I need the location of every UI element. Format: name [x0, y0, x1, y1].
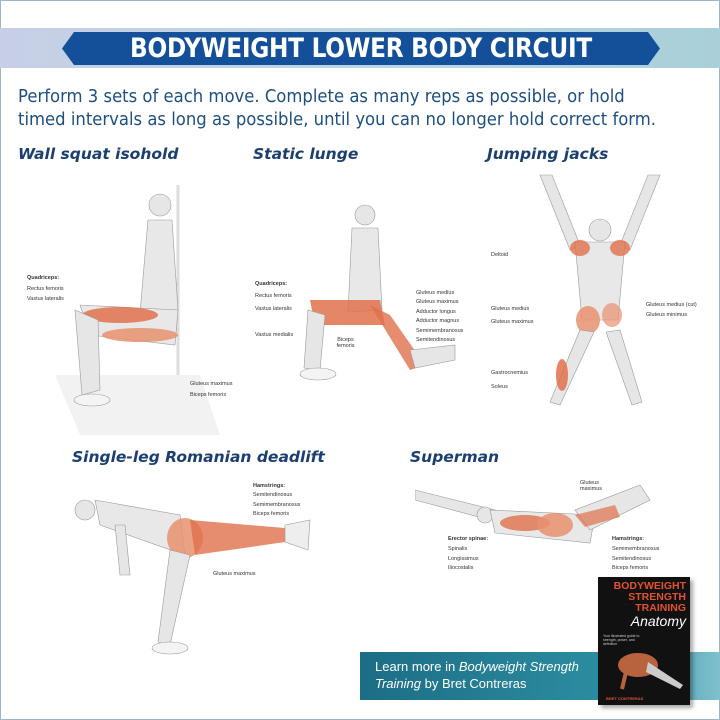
- muscle-label: Quadriceps:: [27, 275, 60, 281]
- muscle-label: Semimembranosus: [612, 546, 660, 552]
- promo-text-part: by Bret Contreras: [421, 676, 527, 691]
- book-title: TRAINING: [635, 602, 686, 614]
- exercise-title: Static lunge: [253, 145, 359, 163]
- muscle-label: Vastus lateralis: [27, 296, 64, 302]
- book-cover: BODYWEIGHT STRENGTH TRAINING Anatomy You…: [598, 577, 690, 705]
- exercise-title: Jumping jacks: [487, 145, 609, 163]
- muscle-label: Semitendinosus: [416, 337, 456, 343]
- muscle-label: Spinalis: [448, 546, 468, 552]
- exercise-title: Wall squat isohold: [18, 145, 179, 163]
- muscle-label: Biceps femoris: [253, 511, 290, 517]
- muscle-label: Gluteus maximus: [580, 480, 603, 492]
- muscle-label: Gluteus maximus: [213, 571, 256, 577]
- muscle-label: Erector spinae:: [448, 536, 489, 542]
- single-leg-rdl-illustration: [74, 499, 311, 655]
- page-title: BODYWEIGHT LOWER BODY CIRCUIT: [130, 33, 592, 64]
- book-title: Anatomy: [630, 613, 686, 629]
- muscle-label: Gluteus maximus: [491, 319, 534, 325]
- book-title-italic: Bodyweight Strength Training: [375, 659, 579, 691]
- book-author: BRET CONTRERAS: [606, 696, 644, 701]
- muscle-label: Deltoid: [491, 252, 509, 258]
- muscle-label: Gluteus minimus: [646, 312, 687, 318]
- muscle-label: Soleus: [491, 384, 508, 390]
- book-subtitle: Your illustrated guide to strength, powe…: [603, 634, 640, 646]
- instructions: Perform 3 sets of each move. Complete as…: [18, 87, 657, 130]
- muscle-label: Quadriceps:: [255, 281, 288, 287]
- muscle-label: Vastus lateralis: [255, 306, 292, 312]
- muscle-label: Iliocostalis: [448, 565, 474, 571]
- wall-squat-illustration: [55, 185, 220, 435]
- book-title: STRENGTH: [628, 591, 686, 603]
- muscle-label: Adductor longus: [416, 309, 456, 315]
- book-figure-illustration: [618, 653, 683, 690]
- muscle-label: Gluteus medius (cut): [646, 302, 697, 308]
- muscle-label: Rectus femoris: [27, 286, 64, 292]
- muscle-label: Biceps femoris: [612, 565, 649, 571]
- muscle-label: Biceps femoris: [190, 392, 227, 398]
- muscle-label: Biceps femoris: [336, 337, 355, 349]
- muscle-label: Gluteus medius: [416, 290, 455, 296]
- muscle-label: Rectus femoris: [255, 293, 292, 299]
- static-lunge-illustration: [299, 204, 456, 381]
- muscle-label: Semitendinosus: [612, 556, 652, 562]
- muscle-label: Vastus medialis: [255, 332, 294, 338]
- muscle-label: Adductor magnus: [416, 318, 460, 324]
- muscle-label: Hamstrings:: [612, 536, 645, 542]
- muscle-label: Gluteus maximus: [190, 381, 233, 387]
- muscle-label: Gastrocnemius: [491, 370, 528, 376]
- superman-illustration: [415, 484, 651, 544]
- exercise-title: Single-leg Romanian deadlift: [72, 448, 325, 466]
- exercise-title: Superman: [410, 448, 500, 466]
- muscle-label: Gluteus medius: [491, 306, 530, 312]
- muscle-label: Semitendinosus: [253, 492, 293, 498]
- muscle-label: Semimembranosus: [416, 328, 464, 334]
- title-banner: [62, 32, 660, 65]
- book-title: BODYWEIGHT: [613, 580, 686, 592]
- muscle-label: Semimembranosus: [253, 502, 301, 508]
- muscle-label: Hamstrings:: [253, 483, 286, 489]
- jumping-jacks-illustration: [539, 174, 661, 406]
- muscle-label: Gluteus maximus: [416, 299, 459, 305]
- promo-text: Learn more in Bodyweight Strength Traini…: [375, 658, 605, 692]
- promo-text-part: Learn more in: [375, 659, 459, 674]
- muscle-label: Longissimus: [448, 556, 479, 562]
